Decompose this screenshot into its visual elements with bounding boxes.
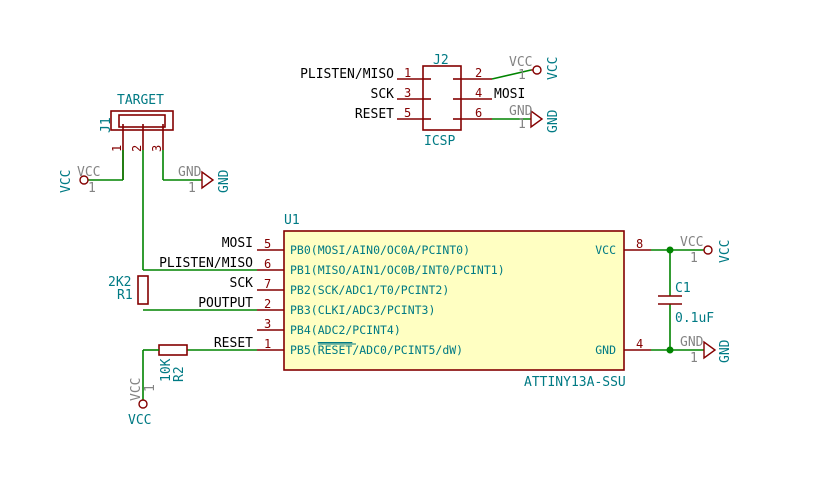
svg-text:2: 2	[130, 145, 144, 152]
vcc-power-symbol: VCC 1 VCC	[59, 150, 124, 196]
svg-text:1: 1	[88, 181, 96, 196]
svg-text:8: 8	[636, 237, 643, 251]
svg-text:1: 1	[690, 351, 698, 366]
net-label: MOSI	[222, 236, 253, 251]
ic-value: ATTINY13A-SSU	[524, 375, 626, 390]
gnd-power-symbol: GND 1 GND	[680, 335, 733, 366]
svg-text:GND: GND	[680, 335, 704, 350]
r1-value: 2K2	[108, 275, 131, 290]
svg-text:VCC: VCC	[595, 243, 616, 257]
ic-pin-name: PB1(MISO/AIN1/OC0B/INT0/PCINT1)	[290, 263, 505, 277]
svg-text:VCC: VCC	[128, 413, 151, 428]
capacitor-c1: C1 0.1uF	[651, 246, 714, 354]
svg-text:VCC: VCC	[718, 240, 733, 263]
vcc-power-symbol: VCC 1 VCC	[128, 378, 158, 428]
svg-text:1: 1	[143, 384, 158, 392]
c1-ref: C1	[675, 281, 691, 296]
net-label: SCK	[230, 276, 254, 291]
ic-body	[283, 230, 625, 371]
svg-text:VCC: VCC	[59, 170, 74, 193]
ic-pin-name: PB3(CLKI/ADC3/PCINT3)	[290, 303, 435, 317]
ic-pin-name: PB5(RESET/ADC0/PCINT5/dW)	[290, 343, 463, 357]
r1-ref: R1	[117, 288, 133, 303]
icsp-pin-num: 6	[475, 106, 482, 120]
icsp-body	[422, 65, 462, 131]
resistor-r2: 10K R2	[142, 344, 257, 400]
svg-text:GND: GND	[178, 165, 202, 180]
svg-text:2: 2	[264, 297, 271, 311]
ic-pin-name: PB4(ADC2/PCINT4)	[290, 323, 401, 337]
ic-attiny13a: U1 ATTINY13A-SSU 5 6 7 2 3 1 8 4 PB0(MOS…	[159, 213, 651, 390]
svg-text:VCC: VCC	[546, 57, 561, 80]
svg-text:GND: GND	[217, 169, 232, 193]
svg-text:7: 7	[264, 277, 271, 291]
target-ref: J1	[99, 117, 114, 133]
target-value: TARGET	[117, 93, 164, 108]
svg-text:1: 1	[188, 181, 196, 196]
svg-text:1: 1	[264, 337, 271, 351]
svg-text:GND: GND	[595, 343, 616, 357]
net-label: PLISTEN/MISO	[159, 256, 253, 271]
target-connector: TARGET J1 1 2 3	[99, 93, 174, 180]
svg-text:VCC: VCC	[509, 55, 532, 70]
svg-text:1: 1	[518, 117, 526, 132]
svg-text:VCC: VCC	[129, 378, 144, 401]
net-label: RESET	[214, 336, 253, 351]
svg-text:4: 4	[636, 337, 643, 351]
svg-text:3: 3	[150, 145, 164, 152]
svg-text:5: 5	[264, 237, 271, 251]
svg-text:1: 1	[110, 145, 124, 152]
net-label: PLISTEN/MISO	[300, 67, 394, 82]
svg-text:VCC: VCC	[77, 165, 100, 180]
net-label: SCK	[371, 87, 395, 102]
net-label: RESET	[355, 107, 394, 122]
svg-text:GND: GND	[718, 339, 733, 363]
vcc-power-symbol: VCC 1 VCC	[491, 55, 561, 83]
svg-text:GND: GND	[546, 109, 561, 133]
svg-text:3: 3	[264, 317, 271, 331]
icsp-pin-num: 2	[475, 66, 482, 80]
icsp-value: ICSP	[424, 134, 455, 149]
c1-value: 0.1uF	[675, 311, 714, 326]
ic-pin-name: PB2(SCK/ADC1/T0/PCINT2)	[290, 283, 449, 297]
vcc-power-symbol: VCC 1 VCC	[680, 235, 733, 266]
net-label: MOSI	[494, 87, 525, 102]
ic-ref: U1	[284, 213, 300, 228]
icsp-pin-num: 3	[404, 86, 411, 100]
resistor-r1: 2K2 R1	[108, 275, 149, 305]
icsp-pin-num: 4	[475, 86, 482, 100]
ic-pin-name: PB0(MOSI/AIN0/OC0A/PCINT0)	[290, 243, 470, 257]
r2-ref: R2	[172, 366, 187, 382]
net-label: POUTPUT	[198, 296, 253, 311]
svg-text:1: 1	[690, 251, 698, 266]
svg-text:6: 6	[264, 257, 271, 271]
svg-text:1: 1	[518, 68, 526, 83]
target-body	[110, 110, 174, 131]
icsp-ref: J2	[433, 53, 449, 68]
gnd-power-symbol: GND 1 GND	[162, 150, 232, 196]
svg-text:GND: GND	[509, 104, 533, 119]
r2-value: 10K	[159, 358, 174, 382]
svg-text:VCC: VCC	[680, 235, 703, 250]
icsp-connector: J2 ICSP 1 3 5 2 4 6 PLISTEN/MISO SCK RES…	[300, 53, 525, 149]
icsp-pin-num: 5	[404, 106, 411, 120]
gnd-power-symbol: GND 1 GND	[492, 104, 561, 133]
icsp-pin-num: 1	[404, 66, 411, 80]
